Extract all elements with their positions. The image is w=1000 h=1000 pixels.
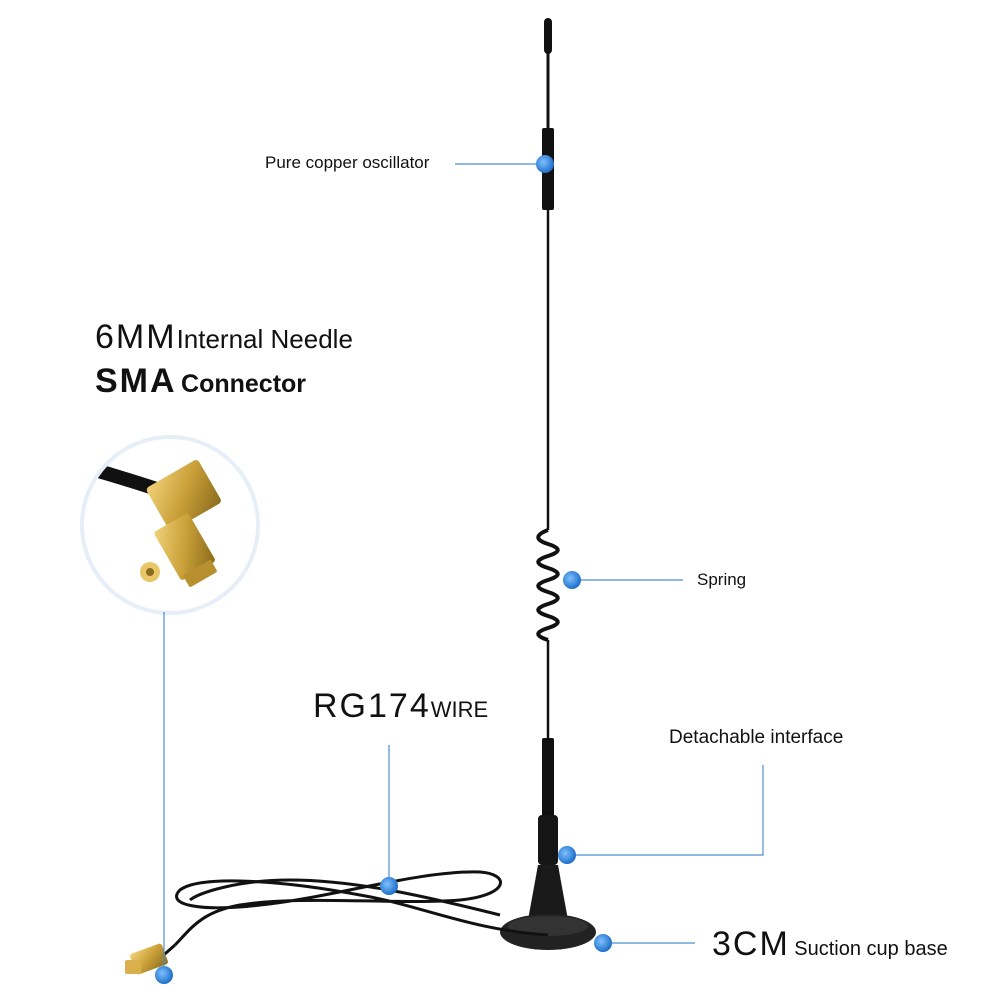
- callout-dot-spring: [563, 571, 581, 589]
- label-detachable: Detachable interface: [669, 727, 844, 748]
- callout-lines: [163, 163, 764, 975]
- label-wire: RG174WIRE: [313, 687, 488, 726]
- sma-prefix: SMA: [95, 362, 177, 400]
- needle-text: Internal Needle: [176, 324, 353, 354]
- rg174-cable: [157, 870, 549, 962]
- callout-dot-base: [594, 934, 612, 952]
- callout-dot-connector: [155, 966, 173, 984]
- wire-text: WIRE: [430, 697, 489, 722]
- label-needle: 6MMInternal Needle: [95, 318, 353, 357]
- sma-connector-small: [125, 943, 168, 975]
- spring-coil: [536, 528, 560, 642]
- base-size: 3CM: [712, 925, 790, 963]
- label-oscillator: Pure copper oscillator: [265, 153, 430, 172]
- antenna-whip: [500, 18, 596, 950]
- label-spring: Spring: [697, 570, 747, 589]
- callout-dot-wire: [380, 877, 398, 895]
- needle-size: 6MM: [95, 318, 177, 356]
- wire-prefix: RG174: [313, 687, 431, 725]
- callout-dots: [155, 155, 612, 984]
- base-text: Suction cup base: [794, 938, 948, 960]
- callout-dot-oscillator: [536, 155, 554, 173]
- callout-dot-detachable: [558, 846, 576, 864]
- label-base: 3CM Suction cup base: [712, 925, 948, 964]
- sma-text: Connector: [181, 370, 307, 398]
- connector-zoom-circle: [80, 435, 260, 615]
- label-sma: SMA Connector: [95, 362, 306, 401]
